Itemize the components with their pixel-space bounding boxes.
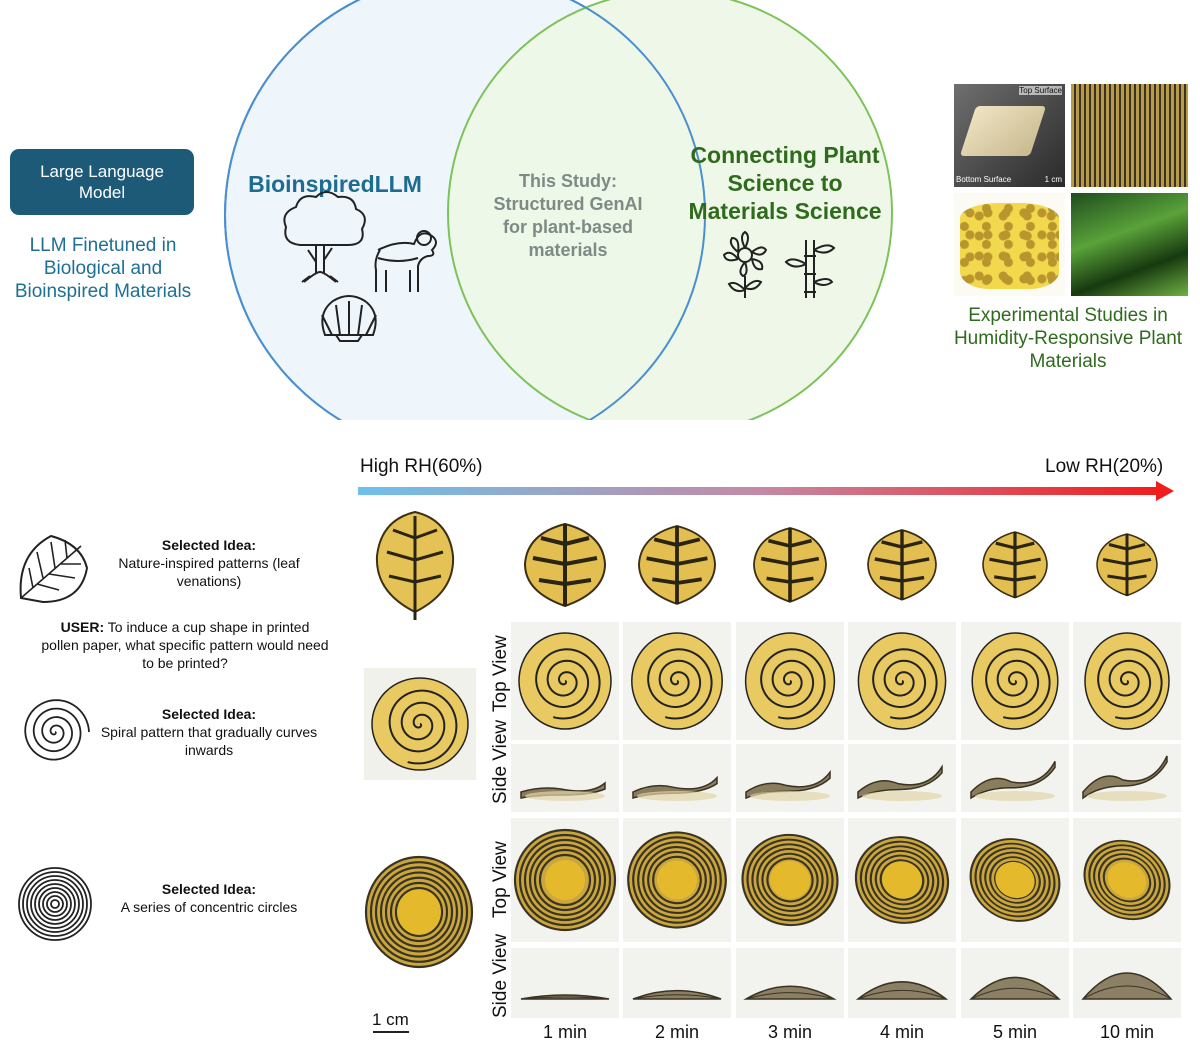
timelapse-cell [511,622,619,740]
timelapse-cell [848,818,956,942]
concentric-circles-icon [18,867,92,941]
venn-diagram: BioinspiredLLM This Study: Structured Ge… [224,0,893,420]
time-label: 2 min [654,1022,699,1042]
timelapse-cell [848,744,956,812]
time-label: 1 min [542,1022,587,1042]
ram-icon [374,230,437,292]
venn-right-title: Connecting Plant [690,142,879,168]
venn-center-line: This Study: [519,171,617,191]
timelapse-cell [623,818,731,942]
timelapse-cell [511,948,619,1018]
timelapse-cell [961,948,1069,1018]
time-label: 5 min [992,1022,1037,1042]
scale-bar [373,1031,409,1033]
top-surface-label: Top Surface [1019,86,1062,95]
scale-label: 1 cm [372,1010,409,1029]
porous-cylinder-photo [954,193,1065,296]
rh-high-label: High RH(60%) [360,456,483,477]
timelapse-cell [736,818,844,942]
idea-text: A series of concentric circles [120,899,298,915]
timelapse-cell [848,622,956,740]
timelapse-cell [736,744,844,812]
llm-box: Large Language Model [10,149,194,215]
flower-icon [722,230,768,298]
top-view-label: Top View [490,635,511,712]
timelapse-cell [961,622,1069,740]
timelapse-cell [1073,744,1181,812]
timelapse-cell [511,818,619,942]
leaf-venation-icon [19,534,89,604]
tree-icon [283,191,366,283]
user-text: To induce a cup shape in printed pollen … [41,619,329,671]
experimental-caption: Experimental Studies in Humidity-Respons… [953,305,1183,372]
venn-center-line: Structured GenAI [493,194,642,214]
llm-description: LLM Finetuned in Biological and Bioinspi… [14,235,192,302]
timelapse-cell [848,512,956,616]
timelapse-cell [848,948,956,1018]
timelapse-cell [511,512,619,616]
idea-title: Selected Idea: [161,881,257,897]
leaf-reference-photo [375,510,455,620]
concentric-reference-photo [364,855,474,969]
timelapse-cell [623,622,731,740]
pollen-paper-photo: Top Surface Bottom Surface 1 cm [954,84,1065,187]
top-view-label: Top View [490,841,511,918]
spiral-reference-photo [364,668,476,780]
timelapse-cell [961,744,1069,812]
idea-concentric: Selected Idea: A series of concentric ci… [96,880,322,916]
bottom-surface-label: Bottom Surface [956,175,1012,184]
timelapse-cell [961,818,1069,942]
user-label: USER: [60,619,105,635]
plant-leaves-photo [1071,193,1188,296]
time-label: 10 min [1099,1022,1155,1042]
venn-circle-right [447,0,893,420]
timelapse-cell [623,744,731,812]
idea-spiral: Selected Idea: Spiral pattern that gradu… [96,705,322,759]
user-prompt: USER: To induce a cup shape in printed p… [40,618,330,672]
venn-right-title: Science to [727,170,842,196]
llm-box-label: Large Language Model [40,162,164,202]
side-view-label: Side View [490,933,511,1018]
timelapse-cell [511,744,619,812]
idea-title: Selected Idea: [161,706,257,722]
timelapse-cell [1073,818,1181,942]
venn-center-line: materials [528,240,607,260]
bamboo-icon [784,240,836,298]
timelapse-cell [623,948,731,1018]
timelapse-cell [736,512,844,616]
timelapse-cell [961,512,1069,616]
time-label: 4 min [879,1022,924,1042]
humidity-gradient-arrow [358,481,1174,501]
venn-center-line: for plant-based [503,217,633,237]
idea-title: Selected Idea: [161,537,257,553]
spiral-icon [24,699,90,761]
side-view-label: Side View [490,719,511,804]
idea-text: Spiral pattern that gradually curves inw… [100,724,318,758]
venn-left-title: BioinspiredLLM [248,171,422,197]
shell-icon [321,295,377,342]
timelapse-cell [736,622,844,740]
rh-low-label: Low RH(20%) [1045,456,1164,477]
photo-scale-label: 1 cm [1044,175,1062,184]
venn-right-title: Materials Science [688,198,881,224]
time-label: 3 min [767,1022,812,1042]
idea-text: Nature-inspired patterns (leaf venations… [118,555,300,589]
timelapse-cell [736,948,844,1018]
timelapse-cell [623,512,731,616]
striped-paper-photo [1071,84,1188,187]
idea-leaf: Selected Idea: Nature-inspired patterns … [96,536,322,590]
timelapse-cell [1073,512,1181,616]
timelapse-cell [1073,948,1181,1018]
timelapse-cell [1073,622,1181,740]
